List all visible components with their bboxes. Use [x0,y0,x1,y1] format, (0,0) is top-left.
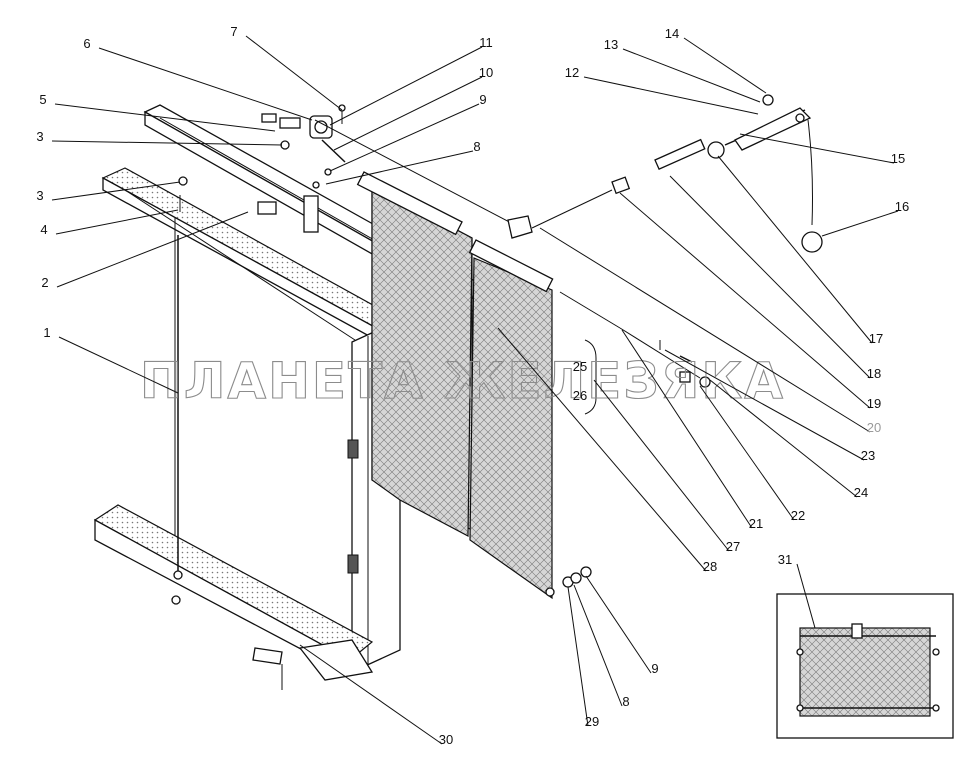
watermark-text: ПЛАНЕТА ЖЕЛЕЗЯКА [140,352,785,410]
callout-label-c24: 24 [854,485,868,500]
callout-label-c9a: 9 [479,92,486,107]
callout-label-c9b: 9 [651,661,658,676]
leader-line-c2 [56,211,249,288]
leader-line-c8b [573,584,623,707]
leader-line-c21 [621,329,753,529]
inset-31 [776,593,954,739]
leader-line-c20 [539,227,871,433]
callout-label-c18: 18 [867,366,881,381]
callout-label-c4: 4 [40,222,47,237]
callout-label-c11: 11 [479,35,493,50]
shutter-curtain-rear [356,171,473,537]
callout-label-c21: 21 [749,516,763,531]
callout-label-c7: 7 [230,24,237,39]
leader-line-c3b [51,181,181,201]
leader-line-c7 [245,35,343,111]
leader-line-c19 [619,192,871,409]
callout-label-c29: 29 [585,714,599,729]
callout-label-c3b: 3 [36,188,43,203]
leader-line-c5 [54,103,276,132]
leader-line-c6 [98,47,313,121]
leader-line-c23 [664,349,865,461]
callout-label-c13: 13 [604,37,618,52]
leader-line-c17 [717,155,873,344]
callout-label-c2: 2 [41,275,48,290]
control-cable [314,94,823,388]
top-bracket-assembly [261,104,346,189]
leader-line-c4 [55,209,179,235]
leader-line-c9a [329,103,480,172]
leader-line-c12 [583,76,759,115]
callout-label-c25: 25 [573,359,587,374]
callout-label-c27: 27 [726,539,740,554]
callout-label-c23: 23 [861,448,875,463]
callout-label-c15: 15 [891,151,905,166]
callout-label-c6: 6 [83,36,90,51]
bottom-fasteners [562,566,592,588]
callout-label-c19: 19 [867,396,881,411]
callout-label-c14: 14 [665,26,679,41]
leader-line-c10 [333,76,483,151]
leader-line-c15 [739,133,895,164]
callout-label-c28: 28 [703,559,717,574]
leader-line-c29 [567,586,589,727]
leader-line-c28 [497,327,707,572]
callout-label-c10: 10 [479,65,493,80]
callout-layer: 1233456788991011121314151617181920212223… [36,24,909,747]
leader-line-c16 [821,210,899,237]
leader-line-c18 [669,175,871,379]
leader-line-c9b [585,575,652,674]
callout-label-c17: 17 [869,331,883,346]
callout-label-c26: 26 [573,388,587,403]
leader-line-c1 [58,336,179,394]
callout-label-c31: 31 [778,552,792,567]
callout-label-c1: 1 [43,325,50,340]
leader-line-c8a [325,150,474,185]
callout-label-c12: 12 [565,65,579,80]
callout-label-c8b: 8 [622,694,629,709]
callout-label-c30: 30 [439,732,453,747]
leader-line-c11 [329,46,483,126]
radiator-frame [93,167,402,690]
leader-line-c13 [622,48,761,103]
leader-line-c22 [699,385,795,521]
leader-line-c24 [709,379,858,498]
leader-line-c27 [593,379,730,552]
leader-line-c30 [299,644,443,745]
callout-label-c16: 16 [895,199,909,214]
shutter-curtain-front [468,239,555,600]
callout-label-c3a: 3 [36,129,43,144]
callout-label-c5: 5 [39,92,46,107]
leader-line-c14 [683,37,767,94]
callout-label-c22: 22 [791,508,805,523]
leader-line-c3a [51,140,283,146]
callout-label-c8a: 8 [473,139,480,154]
callout-label-c20: 20 [867,420,881,435]
leader-line-c31 [796,563,816,629]
brace-25-26 [584,339,597,415]
